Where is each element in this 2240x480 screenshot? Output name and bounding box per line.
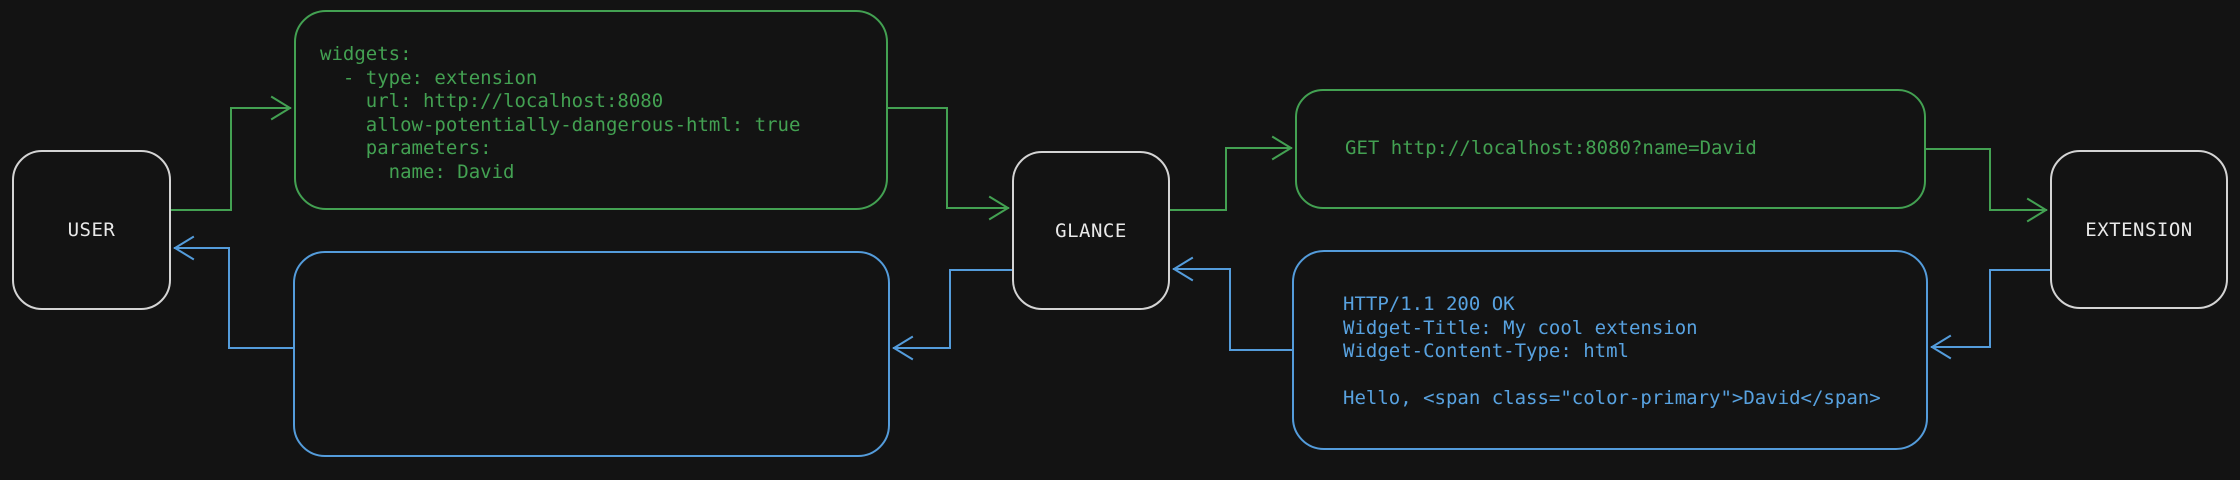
arrow-request-to-extension — [1925, 148, 2048, 223]
node-extension-label: EXTENSION — [2085, 218, 2193, 241]
arrow-response-to-glance — [1172, 256, 1293, 351]
arrow-config-to-glance — [887, 107, 1010, 221]
node-user-label: USER — [67, 219, 116, 241]
http-request-box: GET http://localhost:8080?name=David — [1295, 89, 1926, 209]
request-flow-arrows — [170, 95, 2048, 223]
node-glance: GLANCE — [1012, 151, 1170, 310]
config-yaml-box: widgets: - type: extension url: http://l… — [294, 10, 888, 210]
node-glance-label: GLANCE — [1055, 219, 1127, 242]
http-response-box: HTTP/1.1 200 OK Widget-Title: My cool ex… — [1292, 250, 1928, 450]
config-yaml-code: widgets: - type: extension url: http://l… — [320, 43, 801, 183]
arrow-glance-to-request — [1169, 135, 1293, 211]
node-extension: EXTENSION — [2050, 150, 2228, 309]
node-user: USER — [12, 150, 171, 310]
arrow-widget-to-user — [173, 235, 294, 349]
arrow-extension-to-response — [1930, 269, 2051, 360]
response-flow-arrows — [173, 235, 2051, 361]
rendered-widget-box: MY COOL EXTENSION Hello, David — [293, 251, 890, 457]
http-response-code: HTTP/1.1 200 OK Widget-Title: My cool ex… — [1343, 293, 1881, 409]
http-request-line: GET http://localhost:8080?name=David — [1345, 137, 1757, 160]
arrow-user-to-config — [170, 95, 292, 211]
arrow-glance-to-widget — [892, 269, 1013, 361]
